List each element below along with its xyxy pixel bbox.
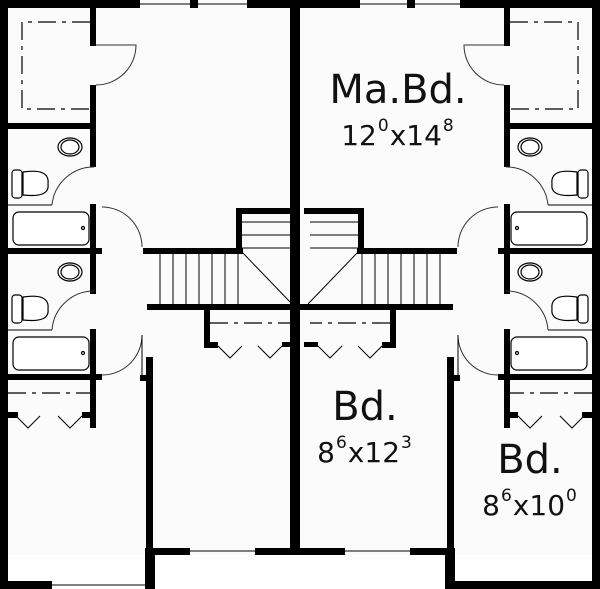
room-name: Bd. [332, 384, 398, 430]
room-name: Ma.Bd. [329, 67, 467, 113]
bedroom-divider-wall [447, 357, 454, 555]
room-label-master-bedroom: Ma.Bd. 120x148 [318, 70, 478, 150]
room-dimensions: 120x148 [341, 116, 454, 152]
right-unit [298, 8, 600, 555]
room-name: Bd. [497, 437, 563, 483]
room-label-bedroom-2: Bd. 86x123 [310, 387, 420, 467]
room-label-bedroom-3: Bd. 86x100 [470, 440, 590, 520]
left-unit [0, 8, 302, 555]
room-dimensions: 86x100 [482, 486, 577, 522]
stair-treads-left [159, 254, 239, 304]
room-dimensions: 86x123 [317, 433, 412, 469]
